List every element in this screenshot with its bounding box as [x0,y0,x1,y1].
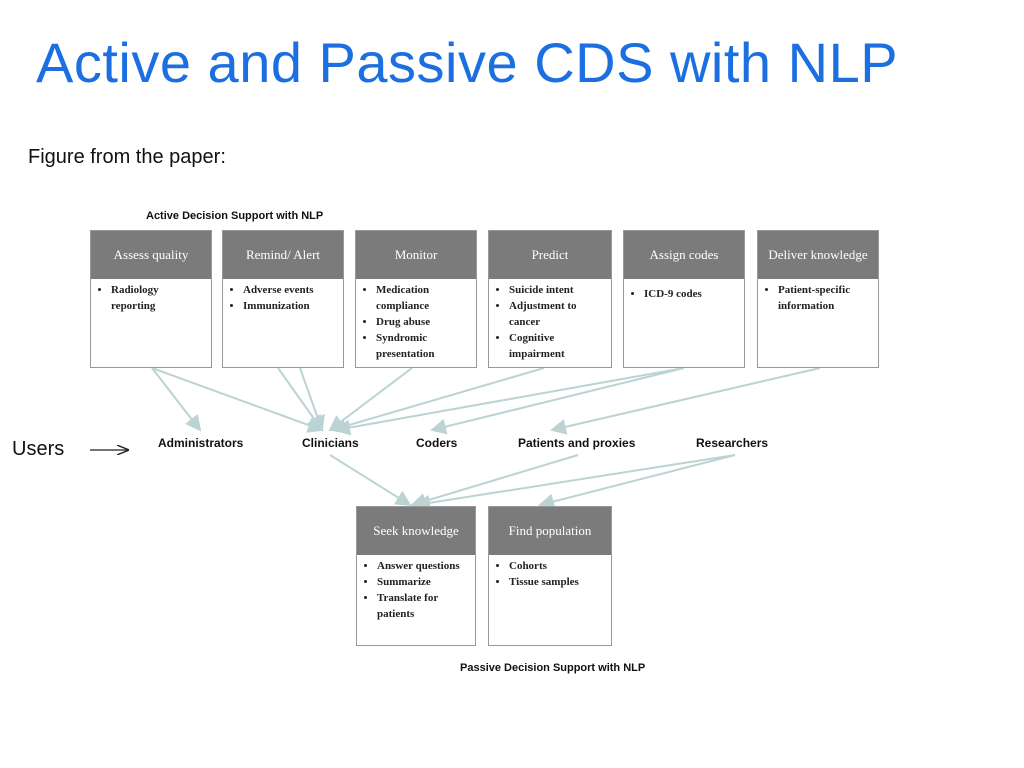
box-header: Remind/ Alert [223,231,343,279]
box-header: Assess quality [91,231,211,279]
user-patients-and-proxies: Patients and proxies [518,436,636,450]
arrows-to-passive [329,454,736,511]
box-items: Patient-specific information [758,279,878,315]
user-administrators: Administrators [158,436,244,450]
user-coders: Coders [416,436,458,450]
user-researchers: Researchers [696,436,769,450]
box-items: Cohorts Tissue samples [489,555,611,591]
box-items: Suicide intent Adjustment to cancer Cogn… [489,279,611,363]
box-deliver-knowledge: Deliver knowledge Patient-specific infor… [757,230,879,368]
list-item: Tissue samples [509,575,605,591]
figure-intro: Figure from the paper: [28,146,226,168]
list-item: ICD-9 codes [644,287,738,303]
box-header: Predict [489,231,611,279]
slide-title: Active and Passive CDS with NLP [36,31,899,94]
box-assign-codes: Assign codes ICD-9 codes [623,230,745,368]
list-item: Translate for patients [377,591,469,623]
box-header: Find population [489,507,611,555]
list-item: Patient-specific information [778,283,872,315]
arrows-to-users [151,367,821,436]
box-assess-quality: Assess quality Radiology reporting [90,230,212,368]
list-item: Suicide intent [509,283,605,299]
box-seek-knowledge: Seek knowledge Answer questions Summariz… [356,506,476,646]
user-clinicians: Clinicians [302,436,359,450]
list-item: Adverse events [243,283,337,299]
list-item: Medication compliance [376,283,470,315]
list-item: Summarize [377,575,469,591]
box-header: Seek knowledge [357,507,475,555]
list-item: Adjustment to cancer [509,299,605,331]
box-items: ICD-9 codes [624,279,744,303]
list-item: Syndromic presentation [376,331,470,363]
box-header: Monitor [356,231,476,279]
active-caption: Active Decision Support with NLP [146,210,324,222]
passive-caption: Passive Decision Support with NLP [460,662,646,674]
box-items: Radiology reporting [91,279,211,315]
box-header: Assign codes [624,231,744,279]
list-item: Immunization [243,299,337,315]
box-items: Medication compliance Drug abuse Syndrom… [356,279,476,363]
list-item: Radiology reporting [111,283,205,315]
list-item: Cohorts [509,559,605,575]
box-predict: Predict Suicide intent Adjustment to can… [488,230,612,368]
box-items: Adverse events Immunization [223,279,343,315]
users-label: Users [12,438,65,460]
box-monitor: Monitor Medication compliance Drug abuse… [355,230,477,368]
box-items: Answer questions Summarize Translate for… [357,555,475,623]
list-item: Answer questions [377,559,469,575]
list-item: Cognitive impairment [509,331,605,363]
box-remind-alert: Remind/ Alert Adverse events Immunizatio… [222,230,344,368]
box-header: Deliver knowledge [758,231,878,279]
list-item: Drug abuse [376,315,470,331]
box-find-population: Find population Cohorts Tissue samples [488,506,612,646]
